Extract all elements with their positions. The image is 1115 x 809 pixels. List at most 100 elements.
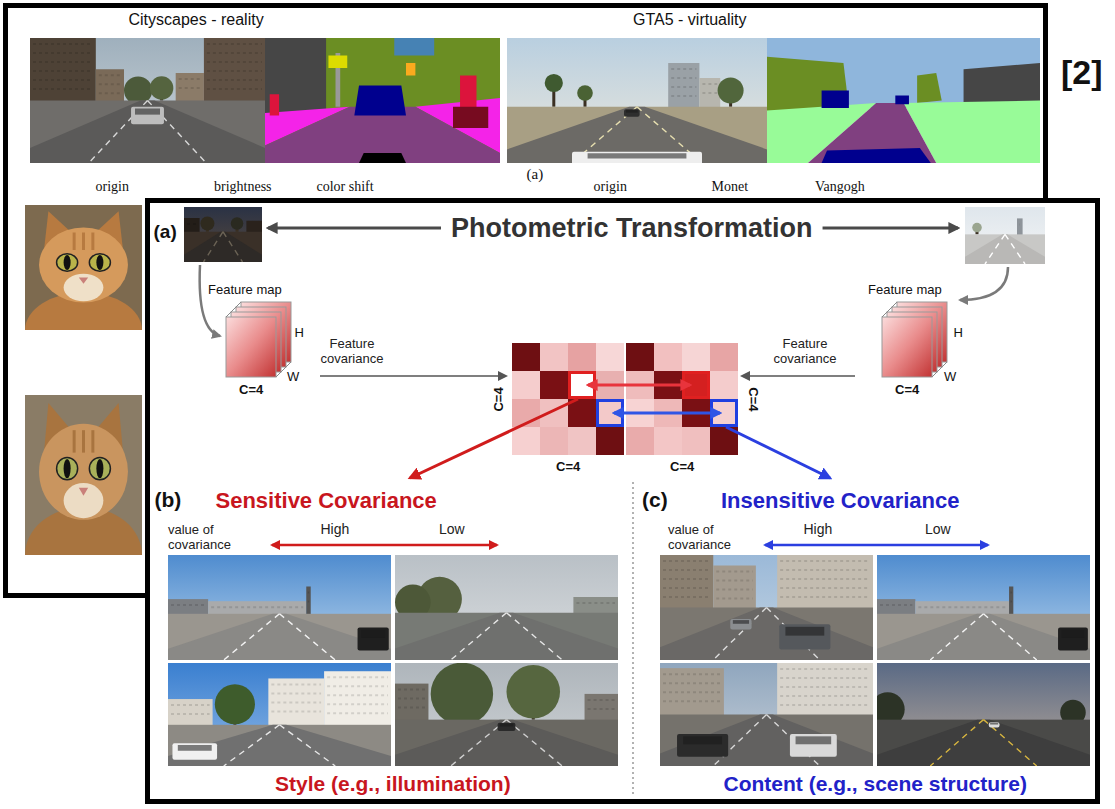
street-photo	[137, 91, 140, 101]
feature-map-cube	[226, 302, 241, 317]
cat-photo	[93, 403, 123, 456]
covariance-matrix-cells	[682, 427, 710, 455]
street-photo	[572, 152, 702, 163]
covariance-matrix-cells	[682, 371, 710, 399]
feature-map-label: Feature map	[208, 283, 282, 298]
feature-map-cube	[932, 362, 947, 377]
street-photo	[713, 608, 766, 661]
street-photo	[417, 577, 462, 622]
street-photo	[507, 38, 767, 163]
image-caption: origin	[96, 179, 129, 195]
text-holder: Monet	[712, 179, 749, 195]
connector-arrow	[742, 375, 855, 377]
street-photo	[33, 79, 93, 81]
text-holder: (c)	[642, 488, 668, 512]
street-photo	[660, 715, 873, 767]
street-photo	[179, 78, 201, 80]
street-photo	[976, 228, 979, 235]
covariance-matrix-cells	[568, 371, 596, 399]
cat-photo	[25, 395, 142, 555]
covariance-matrix-cells	[626, 343, 654, 371]
text-holder: value of covariance	[668, 523, 746, 553]
street-photo	[1010, 601, 1012, 603]
decorative-arrows	[823, 227, 958, 230]
street-photo	[207, 52, 262, 54]
section-caption: Content (e.g., scene structure)	[724, 772, 1027, 796]
image-heading: GTA5 - virtuality	[633, 11, 747, 29]
covariance-matrix-cells	[568, 427, 596, 455]
cat-photo	[64, 255, 71, 270]
street-photo	[507, 613, 563, 660]
street-photo	[677, 734, 728, 757]
street-photo	[1009, 587, 1013, 616]
feature-map-cube	[892, 307, 942, 367]
segmentation-map	[917, 73, 942, 103]
street-photo	[671, 77, 696, 79]
street-photo	[207, 79, 262, 81]
street-photo	[965, 234, 1045, 264]
image-heading: Cityscapes - reality	[129, 11, 264, 29]
street-photo	[785, 627, 824, 636]
segmentation-map	[904, 101, 1041, 164]
street-photo	[224, 614, 280, 660]
covariance-matrix-cells	[710, 343, 738, 371]
street-photo	[231, 217, 243, 229]
text-holder: C=4	[556, 460, 580, 475]
street-photo	[30, 38, 265, 163]
street-photo	[33, 70, 93, 72]
text-holder: Photometric Transformation	[451, 213, 813, 244]
section-title: Insensitive Covariance	[721, 488, 959, 513]
street-photo	[168, 614, 391, 660]
segmentation-map	[767, 38, 1040, 163]
text-holder: C=4	[895, 383, 919, 398]
street-photo	[588, 708, 615, 710]
cat-photo	[39, 424, 128, 520]
insensitive-section: (c) Insensitive Covariance value of covari…	[638, 478, 1095, 798]
street-photo	[148, 101, 207, 164]
street-photo	[1062, 630, 1085, 638]
covariance-matrix-cells	[682, 343, 710, 371]
text-holder: H	[954, 326, 963, 341]
street-photo	[308, 601, 310, 603]
street-photo	[168, 725, 391, 766]
decorative-arrows	[268, 227, 441, 230]
street-photo	[268, 678, 324, 726]
subfigure-label: (b)	[155, 488, 182, 512]
street-photo	[211, 606, 303, 608]
street-photo	[168, 614, 391, 660]
street-photo	[663, 673, 721, 675]
street-photo	[460, 694, 463, 720]
subfigure-label: (a)	[527, 166, 544, 183]
axis-label: Low	[439, 521, 465, 537]
segmentation-map	[767, 103, 876, 163]
street-photo	[395, 613, 618, 660]
street-photo	[398, 689, 425, 691]
street-photo	[395, 663, 618, 766]
feature-map-cube	[231, 312, 281, 372]
covariance-matrix-cells	[596, 399, 624, 427]
covariance-matrix: C=4C=4	[626, 340, 766, 478]
street-photo	[572, 107, 637, 163]
cat-photo	[44, 211, 74, 252]
covariance-matrix-cells	[540, 343, 568, 371]
street-photo	[184, 232, 262, 262]
text-holder: Vangogh	[815, 179, 865, 195]
image-caption: Vangogh	[815, 179, 865, 195]
street-photo	[577, 85, 593, 101]
text-holder: Cityscapes - reality	[129, 11, 264, 29]
text-holder: value of covariance	[168, 523, 246, 553]
cat-photo	[91, 430, 94, 452]
street-photo	[877, 555, 1090, 660]
cat-photo	[79, 488, 88, 496]
segmentation-map	[394, 38, 434, 56]
street-photo	[308, 592, 310, 594]
street-photo	[780, 677, 870, 679]
street-photo	[327, 685, 388, 687]
street-photo	[777, 663, 873, 717]
street-photo	[246, 221, 262, 234]
segmentation-map	[808, 103, 936, 163]
street-photo	[918, 606, 1006, 608]
covariance-matrix-cells	[682, 399, 710, 427]
dimension-label: C=4	[556, 460, 580, 475]
